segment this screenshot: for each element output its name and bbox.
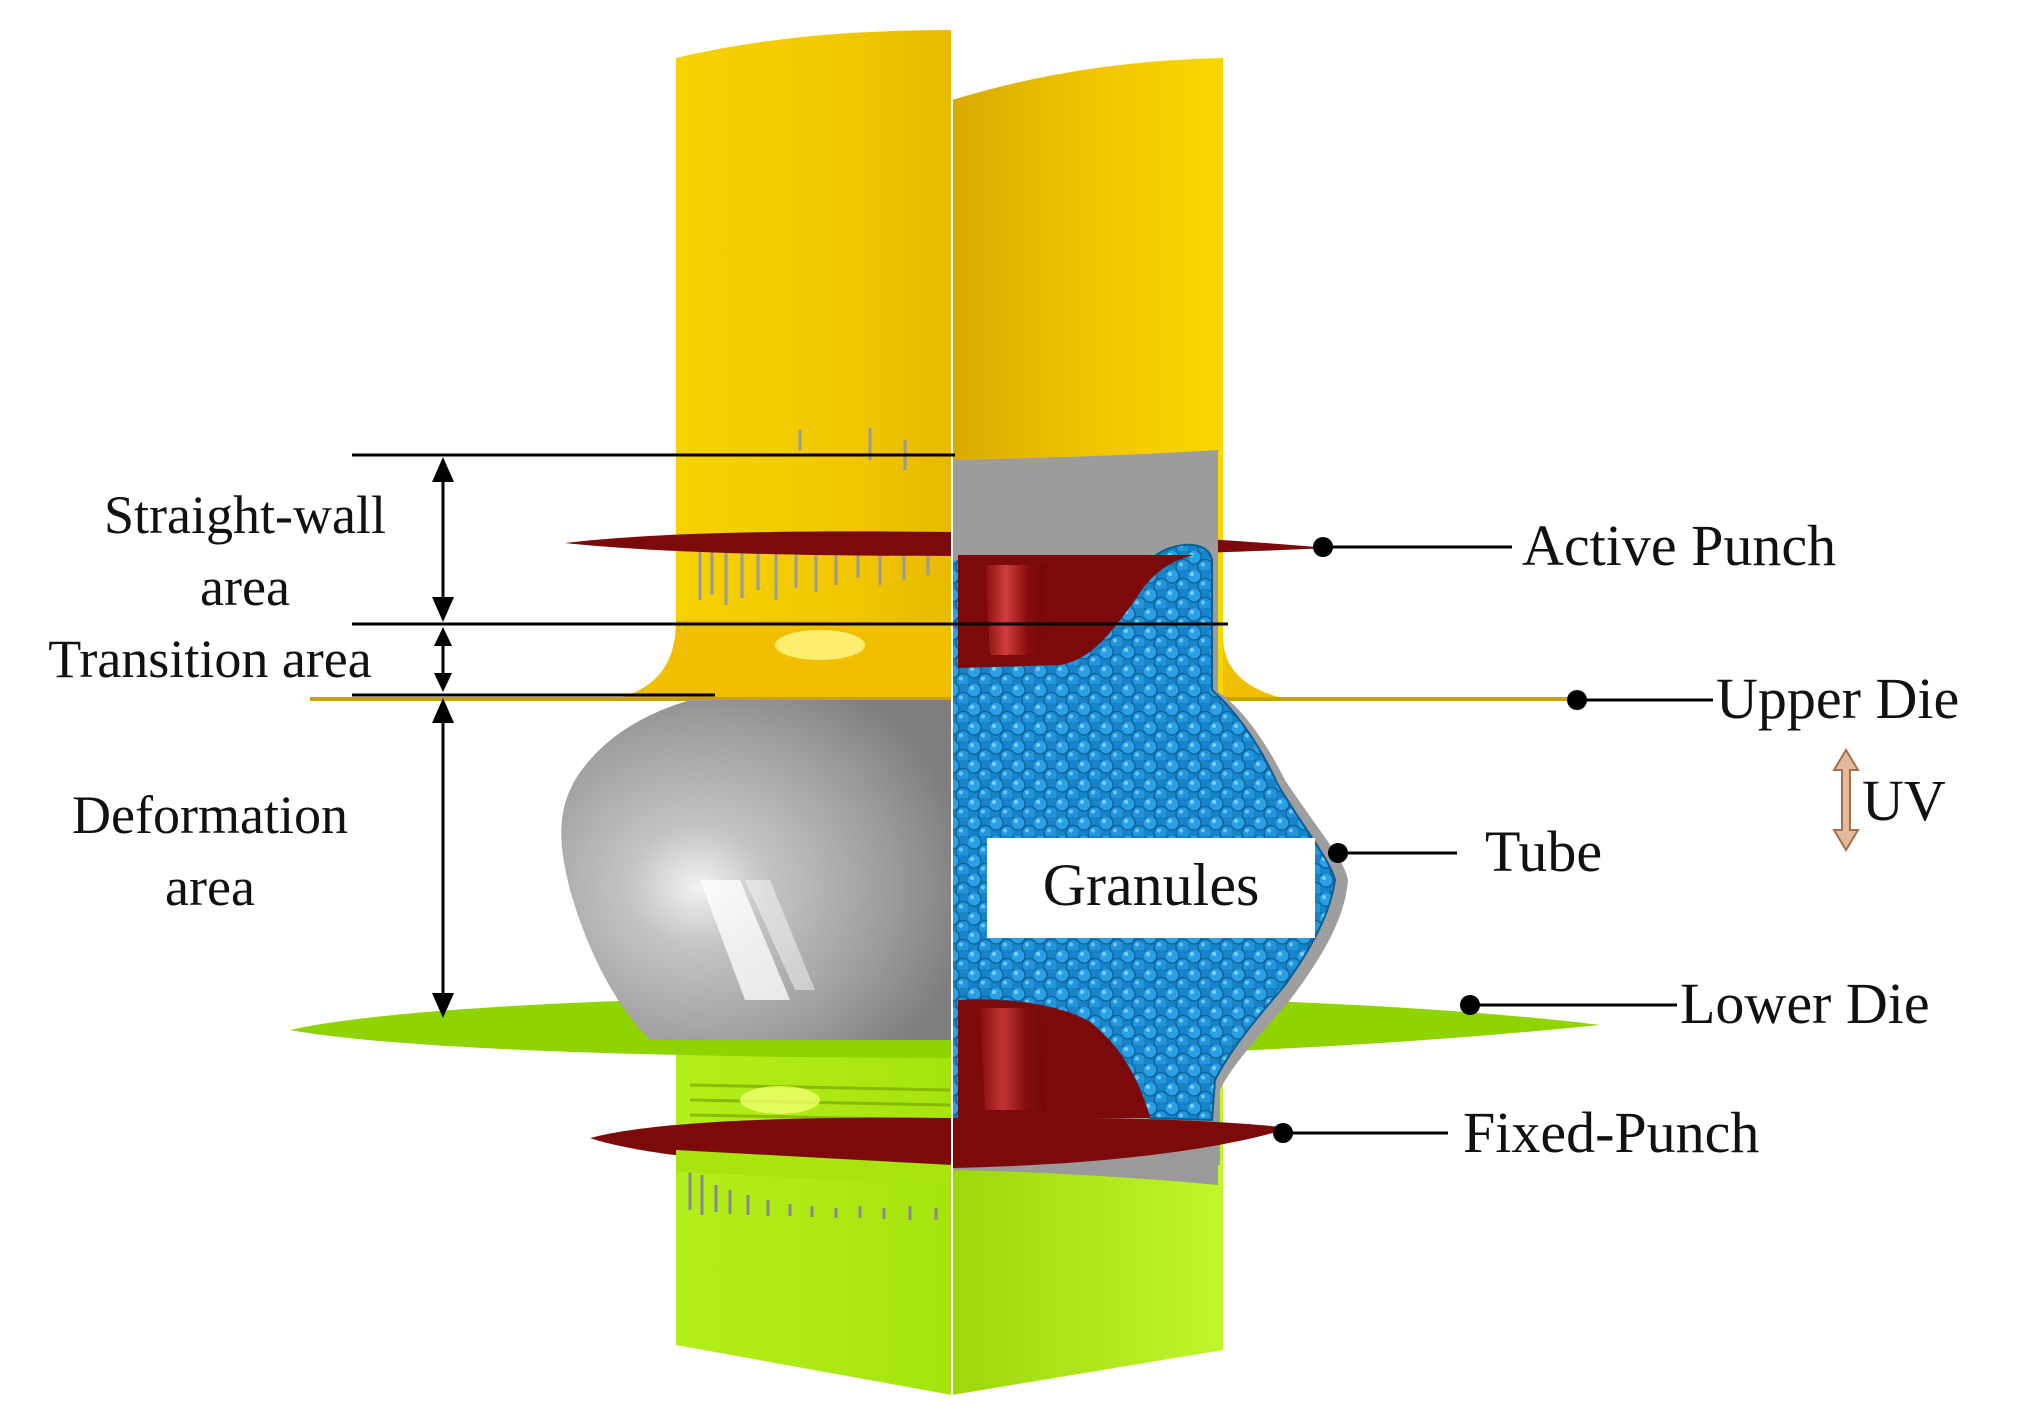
deformation-label-line1: Deformation bbox=[72, 785, 348, 845]
lower-die-front-band bbox=[676, 1150, 952, 1185]
tube-highlight bbox=[700, 880, 790, 1000]
upper-die-left-half bbox=[676, 30, 952, 700]
tube-label: Tube bbox=[1485, 819, 1602, 884]
tube-highlight-secondary bbox=[745, 880, 815, 990]
straight-wall-label-line1: Straight-wall bbox=[104, 485, 386, 545]
upper-die bbox=[310, 30, 1570, 701]
granules-label: Granules bbox=[1043, 852, 1260, 918]
deformation-label-line2: area bbox=[165, 857, 255, 917]
fixed-punch-label: Fixed-Punch bbox=[1463, 1100, 1759, 1165]
upper-die-mesh-marks bbox=[698, 428, 930, 605]
active-punch-highlight bbox=[985, 565, 1045, 655]
active-punch-label: Active Punch bbox=[1522, 513, 1836, 578]
tube-bulge-outer bbox=[561, 700, 952, 1040]
lower-die bbox=[290, 995, 1600, 1395]
uv-arrow-icon bbox=[1832, 748, 1860, 852]
uv-label: UV bbox=[1862, 768, 1946, 833]
upper-die-transition-flare bbox=[610, 620, 952, 700]
lower-die-highlight bbox=[740, 1086, 820, 1114]
upper-die-label: Upper Die bbox=[1716, 666, 1959, 731]
callout-dots bbox=[1273, 537, 1587, 1143]
transition-area-label: Transition area bbox=[48, 629, 371, 689]
callout-lines bbox=[1283, 545, 1713, 1135]
upper-die-highlight bbox=[775, 630, 865, 660]
lower-die-label: Lower Die bbox=[1680, 971, 1930, 1036]
lower-die-mesh-marks bbox=[688, 1170, 938, 1220]
granules-label-box bbox=[987, 838, 1315, 938]
fixed-punch-highlight bbox=[980, 1008, 1045, 1110]
upper-die-right-flare bbox=[1223, 640, 1290, 700]
straight-wall-label-line2: area bbox=[200, 557, 290, 617]
dimension-arrowheads bbox=[432, 457, 454, 1018]
